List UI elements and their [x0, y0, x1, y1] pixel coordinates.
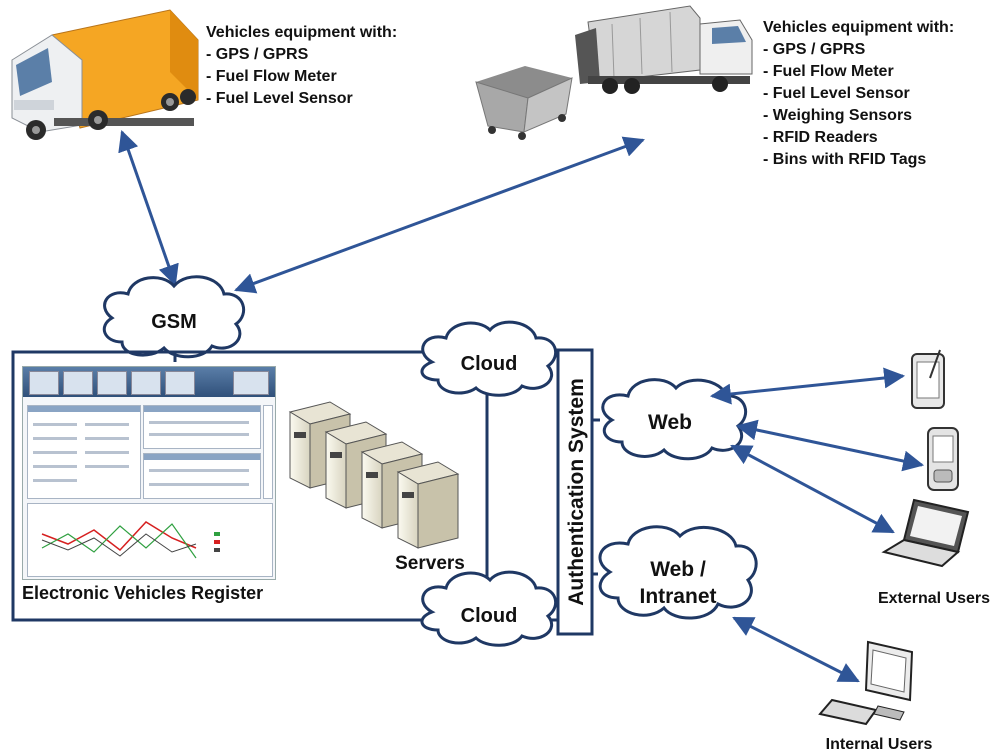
- right-equipment-item: GPS / GPRS: [763, 39, 954, 61]
- auth-system-label: Authentication System: [565, 378, 588, 606]
- tablet-icon: [911, 349, 945, 409]
- left-equipment-item: Fuel Level Sensor: [206, 88, 397, 110]
- web-intranet-label-1: Web /: [650, 558, 706, 581]
- server-rack-icon: [288, 401, 460, 549]
- garbage-gsm-arrow: [234, 136, 645, 294]
- internal-users-label: Internal Users: [826, 736, 933, 753]
- yellow-truck-icon: [11, 9, 199, 140]
- web-intranet-label-2: Intranet: [639, 585, 716, 608]
- waste-bin-icon: [475, 66, 573, 140]
- left-equipment-heading: Vehicles equipment with:: [206, 24, 398, 41]
- right-equipment-item: Fuel Level Sensor: [763, 83, 954, 105]
- register-label: Electronic Vehicles Register: [22, 583, 263, 603]
- cloud-bottom: [420, 570, 558, 647]
- desktop-computer-icon: [818, 640, 914, 726]
- web-intranet-cloud: [598, 525, 758, 620]
- web-label: Web: [648, 411, 692, 434]
- web-pda-arrow: [735, 419, 925, 472]
- right-equipment-list: Vehicles equipment with: GPS / GPRS Fuel…: [763, 17, 954, 171]
- right-equipment-item: Weighing Sensors: [763, 105, 954, 127]
- auth-system-box: [556, 348, 594, 636]
- web-laptop-arrow: [730, 444, 895, 534]
- cloud-top: [420, 320, 558, 397]
- right-equipment-item: Bins with RFID Tags: [763, 149, 954, 171]
- garbage-truck-icon: [575, 5, 753, 94]
- left-equipment-item: Fuel Flow Meter: [206, 66, 397, 88]
- right-equipment-item: RFID Readers: [763, 127, 954, 149]
- left-equipment-item: GPS / GPRS: [206, 44, 397, 66]
- pda-icon: [927, 427, 959, 491]
- register-app-thumbnail: [22, 366, 276, 580]
- cloud-top-label: Cloud: [461, 353, 518, 375]
- intranet-desktop-arrow: [732, 616, 860, 683]
- cloud-bottom-label: Cloud: [461, 605, 518, 627]
- web-tablet-arrow: [709, 367, 906, 405]
- gsm-label: GSM: [151, 311, 197, 333]
- external-users-label: External Users: [878, 590, 990, 607]
- left-equipment-list: Vehicles equipment with: GPS / GPRS Fuel…: [206, 22, 397, 110]
- right-equipment-heading: Vehicles equipment with:: [763, 19, 955, 36]
- truck-gsm-arrow: [118, 130, 179, 286]
- laptop-icon: [881, 498, 970, 568]
- servers-label: Servers: [395, 553, 465, 574]
- right-equipment-item: Fuel Flow Meter: [763, 61, 954, 83]
